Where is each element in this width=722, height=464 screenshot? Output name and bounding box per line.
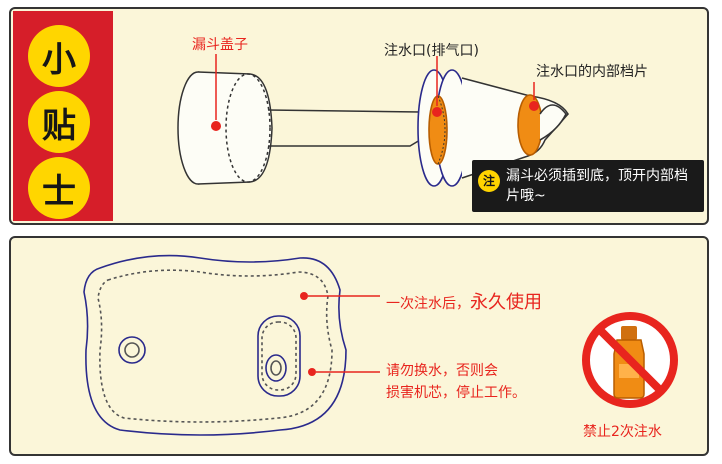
tips-char-1: 小: [28, 25, 90, 87]
inlet-illustration: [417, 56, 569, 187]
tips-char-3: 士: [28, 157, 90, 219]
one-time-fill-label: 一次注水后，永久使用: [386, 288, 542, 314]
tips-char-2: 贴: [28, 91, 90, 153]
one-time-fill-text: 一次注水后，: [386, 296, 470, 312]
funnel-cap-illustration: [177, 54, 433, 185]
notice-text: 漏斗必须插到底，顶开内部档片哦~: [506, 168, 688, 204]
refill-warning-line-2: 损害机芯，停止工作。: [386, 385, 526, 401]
notice-box: 注 漏斗必须插到底，顶开内部档片哦~: [472, 160, 704, 212]
refill-warning-line-1: 请勿换水，否则会: [386, 363, 498, 379]
inlet-label: 注水口(排气口): [384, 43, 479, 59]
funnel-tip-panel: 小 贴 士: [9, 7, 709, 225]
notice-badge: 注: [478, 170, 500, 192]
warmer-pad-illustration: [83, 254, 380, 436]
tips-band: 小 贴 士: [13, 11, 113, 221]
permanent-use-text: 永久使用: [470, 292, 542, 313]
funnel-cap-label: 漏斗盖子: [192, 37, 248, 53]
no-refill-icon: [582, 312, 678, 408]
no-refill-label: 禁止2次注水: [583, 424, 662, 440]
baffle-label: 注水口的内部档片: [536, 64, 648, 80]
